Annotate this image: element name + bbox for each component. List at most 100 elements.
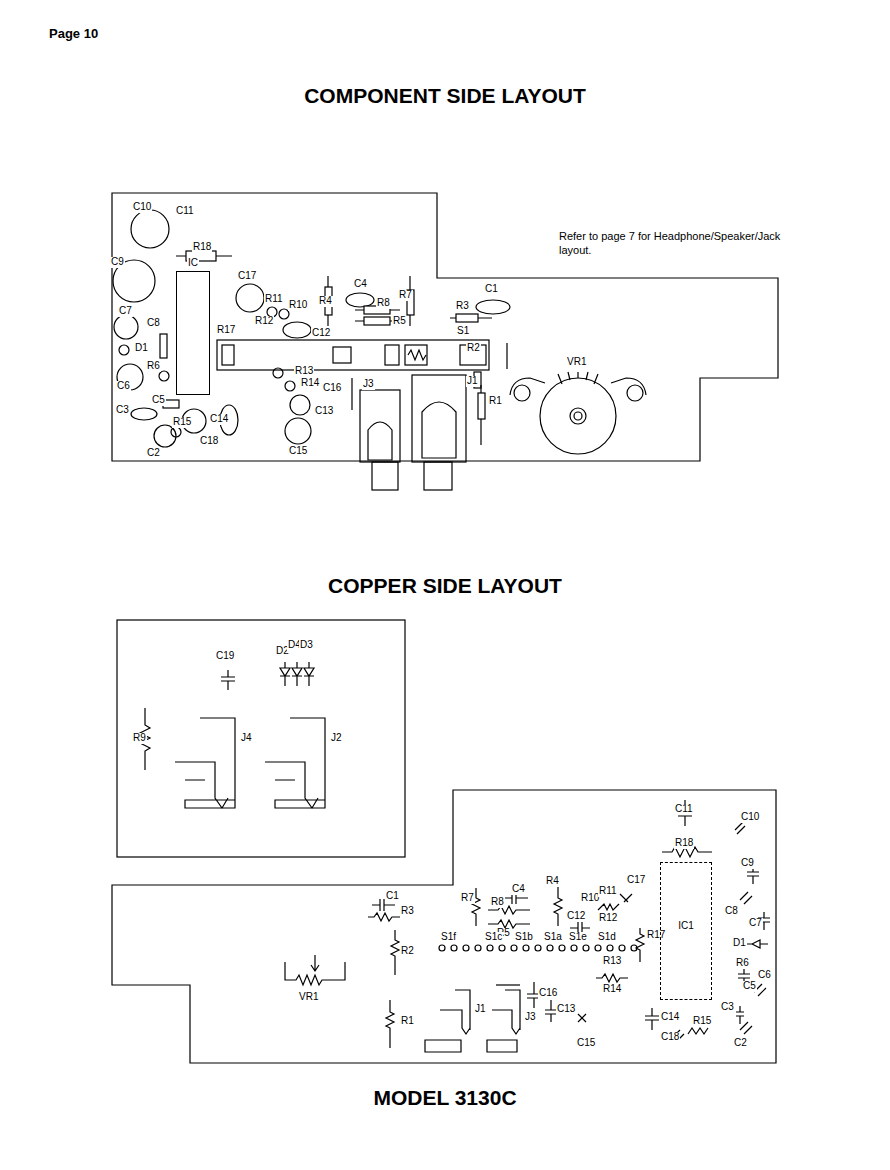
capacitor-outline bbox=[131, 408, 157, 420]
part-label: S1f bbox=[440, 932, 457, 943]
part-label: C2 bbox=[733, 1038, 748, 1049]
part-label: S1b bbox=[514, 932, 534, 943]
part-label: VR1 bbox=[566, 357, 587, 368]
part-label: R15 bbox=[692, 1016, 712, 1027]
part-label: C19 bbox=[215, 651, 235, 662]
lead-wire bbox=[506, 343, 507, 369]
part-label: R2 bbox=[466, 343, 481, 354]
potentiometer-shaft bbox=[574, 412, 582, 420]
part-label: C11 bbox=[175, 206, 195, 217]
part-label: C11 bbox=[674, 804, 694, 815]
part-label: C13 bbox=[556, 1004, 576, 1015]
part-label: J2 bbox=[330, 733, 343, 744]
part-label: R13 bbox=[602, 956, 622, 967]
ic-label: IC1 bbox=[677, 921, 695, 932]
diode-symbol bbox=[280, 662, 314, 686]
part-label: C5 bbox=[151, 395, 166, 406]
switch-pads bbox=[439, 945, 637, 951]
part-label: J3 bbox=[362, 379, 375, 390]
part-label: C14 bbox=[209, 414, 229, 425]
part-label: C1 bbox=[484, 284, 499, 295]
part-label: C3 bbox=[720, 1002, 735, 1013]
part-label: C1 bbox=[385, 891, 400, 902]
switch-body bbox=[217, 340, 489, 370]
part-label: R8 bbox=[490, 897, 505, 908]
section-heading: COPPER SIDE LAYOUT bbox=[0, 574, 890, 597]
part-label: R11 bbox=[264, 294, 284, 305]
part-label: R18 bbox=[192, 242, 212, 253]
potentiometer-body bbox=[540, 378, 616, 454]
part-label: C10 bbox=[740, 812, 760, 823]
jack-body bbox=[424, 462, 452, 490]
part-label: C8 bbox=[724, 906, 739, 917]
part-label: C8 bbox=[146, 318, 161, 329]
part-label: R7 bbox=[398, 290, 413, 301]
part-label: C13 bbox=[314, 406, 334, 417]
part-label: R1 bbox=[488, 396, 503, 407]
part-label: J3 bbox=[524, 1012, 537, 1023]
switch-contact bbox=[408, 350, 426, 360]
part-label: S1e bbox=[568, 932, 588, 943]
resistor-outline bbox=[159, 371, 169, 381]
capacitor-outline bbox=[346, 293, 374, 307]
resistor-outline bbox=[456, 314, 478, 322]
resistor-symbol bbox=[598, 904, 619, 910]
capacitor-symbol bbox=[578, 1014, 586, 1022]
capacitor-outline bbox=[114, 315, 138, 339]
model-caption: MODEL 3130C bbox=[0, 1086, 890, 1109]
part-label: C7 bbox=[118, 306, 133, 317]
capacitor-outline bbox=[476, 300, 510, 314]
capacitor-outline bbox=[160, 334, 167, 358]
part-label: R6 bbox=[146, 361, 161, 372]
capacitor-outline bbox=[283, 322, 311, 338]
resistor-outline bbox=[478, 393, 485, 419]
part-label: C16 bbox=[322, 383, 342, 394]
part-label: R3 bbox=[400, 906, 415, 917]
jack-symbol bbox=[425, 990, 470, 1052]
part-label: S1 bbox=[456, 326, 470, 337]
resistor-outline bbox=[285, 381, 295, 391]
part-label: D1 bbox=[134, 343, 149, 354]
section-heading: COMPONENT SIDE LAYOUT bbox=[0, 84, 890, 107]
capacitor-outline bbox=[236, 284, 264, 312]
part-label: C9 bbox=[740, 858, 755, 869]
part-label: R6 bbox=[735, 958, 750, 969]
part-label: C10 bbox=[132, 202, 152, 213]
part-label: C14 bbox=[660, 1012, 680, 1023]
page-number: Page 10 bbox=[48, 27, 99, 41]
resistor-outline bbox=[364, 317, 390, 325]
part-label: C5 bbox=[742, 981, 757, 992]
potentiometer-bracket bbox=[510, 378, 646, 395]
part-label: R4 bbox=[318, 296, 333, 307]
lead-wire bbox=[351, 378, 352, 410]
part-label: R5 bbox=[392, 316, 407, 327]
potentiometer-pins bbox=[558, 372, 598, 384]
part-label: R8 bbox=[376, 298, 391, 309]
board-outline bbox=[117, 620, 405, 857]
ic-label: IC bbox=[187, 258, 199, 269]
part-label: R11 bbox=[598, 886, 618, 897]
switch-contact bbox=[385, 345, 399, 365]
part-label: R9 bbox=[132, 733, 147, 744]
part-label: R14 bbox=[602, 984, 622, 995]
capacitor-outline bbox=[131, 210, 169, 248]
jack-symbol bbox=[487, 990, 520, 1052]
part-label: R1 bbox=[400, 1016, 415, 1027]
part-label: R2 bbox=[400, 946, 415, 957]
jack-symbol bbox=[175, 718, 235, 808]
part-label: C9 bbox=[110, 257, 125, 268]
potentiometer-symbol bbox=[285, 955, 345, 985]
diode-outline bbox=[119, 345, 129, 355]
capacitor-symbol bbox=[620, 894, 632, 902]
switch-contact bbox=[222, 345, 234, 365]
part-label: C16 bbox=[538, 988, 558, 999]
resistor-symbol bbox=[688, 1028, 708, 1034]
trace-mark bbox=[496, 984, 520, 985]
capacitor-symbol bbox=[221, 670, 235, 690]
part-label: R17 bbox=[646, 930, 666, 941]
jack-body bbox=[412, 375, 466, 462]
part-label: C17 bbox=[237, 271, 257, 282]
switch-contact bbox=[333, 347, 351, 363]
ic-outline: IC1 bbox=[660, 862, 712, 1000]
part-label: R14 bbox=[300, 378, 320, 389]
